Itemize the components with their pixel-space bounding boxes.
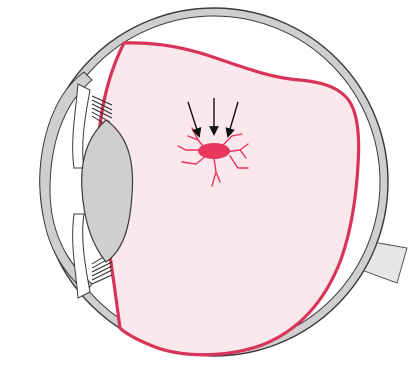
lesion-spot	[198, 143, 230, 159]
